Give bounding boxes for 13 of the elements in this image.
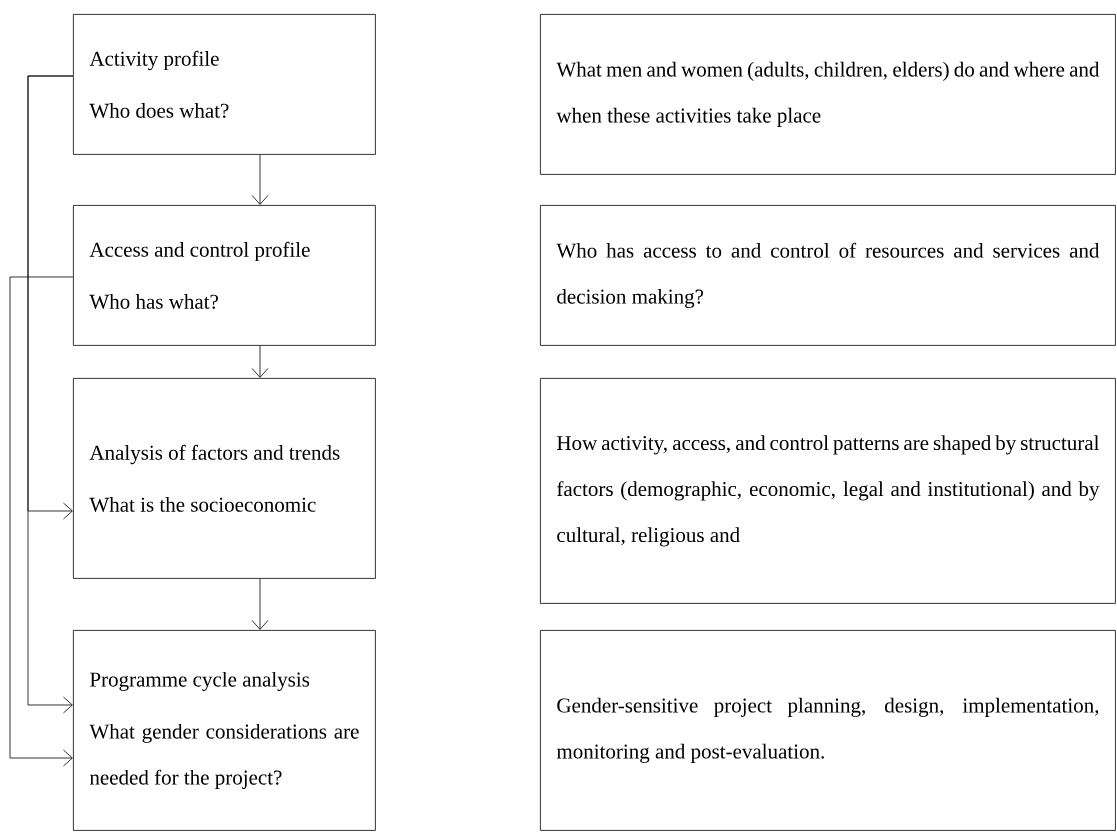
arrow <box>251 578 269 630</box>
description-box: Gender-sensitive project planning, design, implementation, monitoring and post-evaluation. <box>540 630 1116 831</box>
description-box: How activity, access, and control patterns are shaped by structural factors (demographic, economic, legal and institutional) and by cultural, religious and <box>540 378 1116 604</box>
process-box: Analysis of factors and trends What is the socioeconomic <box>73 378 376 579</box>
arrow <box>9 276 74 767</box>
description-box: What men and women (adults, children, elders) do and where and when these activities take place <box>540 14 1116 175</box>
arrow <box>251 345 269 378</box>
arrow <box>251 154 269 205</box>
description-box: Who has access to and control of resources and services and decision making? <box>540 205 1116 346</box>
process-box: Programme cycle analysis What gender considerations are needed for the project? <box>73 630 376 831</box>
arrow <box>27 75 74 714</box>
process-box: Activity profile Who does what? <box>73 14 376 155</box>
process-box: Access and control profile Who has what? <box>73 205 376 346</box>
